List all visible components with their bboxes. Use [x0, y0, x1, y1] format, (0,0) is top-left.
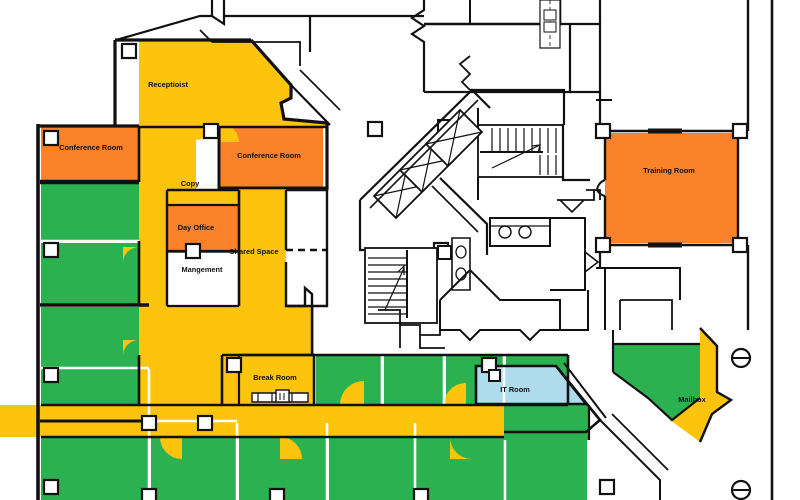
training-room-fill[interactable] — [605, 133, 738, 243]
door-marker-s-a — [140, 487, 158, 500]
door-marker-reception — [120, 42, 138, 60]
door-marker-conf-w — [42, 129, 60, 147]
office-w1[interactable] — [41, 183, 139, 241]
door-marker-it-b — [488, 369, 501, 382]
open-area-central[interactable] — [167, 306, 314, 355]
door-marker-office-w4 — [42, 366, 60, 384]
office-east-wedge[interactable] — [613, 344, 700, 420]
copy-approach[interactable] — [167, 128, 196, 205]
corridor-spine-west[interactable] — [139, 127, 167, 355]
door-marker-office-w2 — [42, 241, 60, 259]
door-marker-training-n — [594, 122, 612, 140]
elevator-bank — [372, 108, 484, 220]
office-m3[interactable] — [384, 355, 444, 405]
shared-space-fill[interactable] — [239, 190, 286, 306]
building-core-group — [358, 55, 601, 349]
door-marker-se — [598, 478, 616, 496]
mailbox-fill[interactable] — [670, 328, 731, 442]
door-marker-s-c — [412, 487, 430, 500]
corridor-west-stub[interactable] — [139, 355, 239, 405]
door-marker-mangement — [184, 242, 202, 260]
day-office-fill[interactable] — [167, 205, 239, 251]
corridor-main-ew[interactable] — [0, 405, 504, 437]
door-marker-core-a — [366, 120, 384, 138]
mangement-room-fill[interactable] — [166, 251, 240, 307]
door-marker-office-w5 — [42, 478, 60, 496]
door-marker-office-m1 — [225, 356, 243, 374]
east-walls — [587, 0, 774, 500]
door-markers-group — [42, 42, 749, 500]
door-marker-copy — [202, 122, 220, 140]
door-marker-corridor-b — [196, 414, 214, 432]
door-marker-s-b — [268, 487, 286, 500]
door-marker-training-ne — [731, 122, 749, 140]
door-marker-training-se — [731, 236, 749, 254]
office-s5[interactable] — [505, 437, 587, 500]
structural-walls — [36, 38, 607, 500]
door-marker-training-s — [594, 236, 612, 254]
door-marker-corridor-a — [140, 414, 158, 432]
door-marker-core-d — [437, 245, 452, 260]
office-w3[interactable] — [41, 307, 149, 367]
north-walls — [115, 0, 602, 126]
